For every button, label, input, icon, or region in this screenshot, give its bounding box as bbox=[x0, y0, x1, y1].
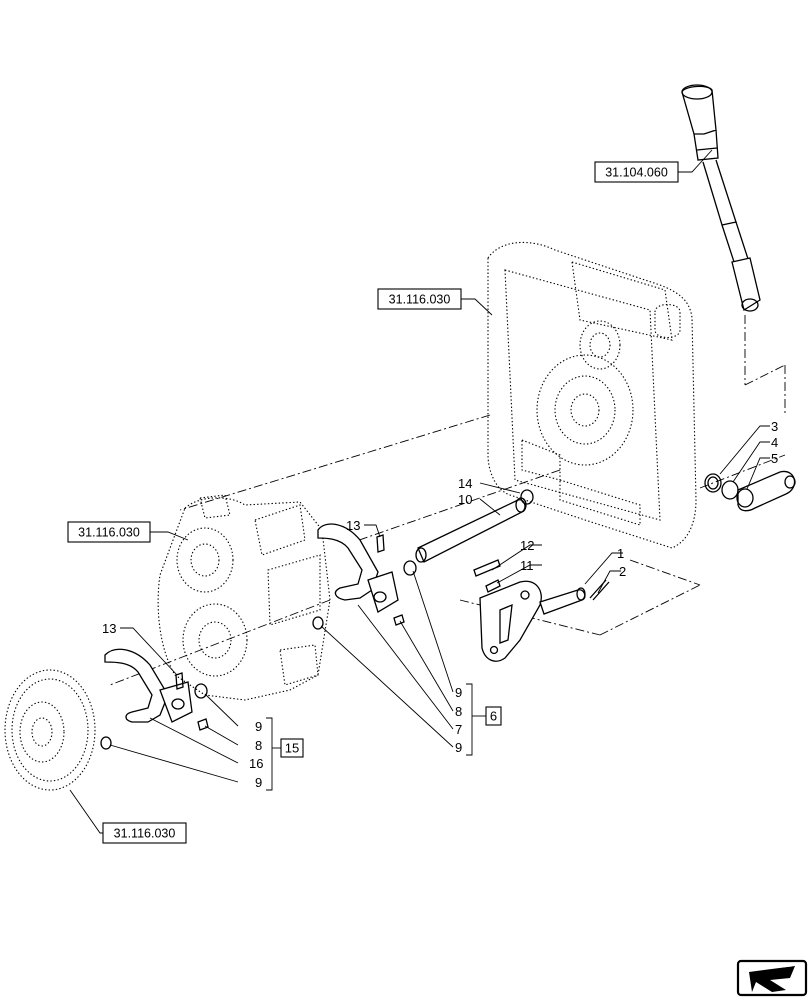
center-lines bbox=[109, 315, 786, 686]
shift-rail bbox=[415, 497, 527, 563]
callout-9-group15-top: 9 bbox=[255, 719, 262, 734]
callout-12: 12 bbox=[520, 538, 534, 553]
callout-9-group6-top: 9 bbox=[455, 685, 462, 700]
svg-text:31.116.030: 31.116.030 bbox=[114, 827, 176, 841]
lever-group bbox=[704, 470, 796, 512]
callout-8-group15: 8 bbox=[255, 738, 262, 753]
ref-box-housing-rear[interactable]: 31.116.030 bbox=[377, 288, 462, 310]
callout-7-group6: 7 bbox=[455, 722, 462, 737]
shift-cable bbox=[681, 84, 761, 312]
callout-3: 3 bbox=[771, 419, 778, 434]
small-parts bbox=[100, 489, 534, 750]
svg-text:6: 6 bbox=[490, 709, 497, 724]
callout-13-upper: 13 bbox=[346, 518, 360, 533]
callout-9-group15-bottom: 9 bbox=[255, 775, 262, 790]
callout-8-group6: 8 bbox=[455, 704, 462, 719]
callout-9-group6-bottom: 9 bbox=[455, 740, 462, 755]
svg-text:31.104.060: 31.104.060 bbox=[605, 166, 668, 180]
leader-lines bbox=[69, 149, 770, 834]
callout-13-lower: 13 bbox=[102, 621, 116, 636]
svg-text:15: 15 bbox=[285, 741, 299, 756]
callout-5: 5 bbox=[771, 451, 778, 466]
selector-plate bbox=[479, 579, 610, 662]
rear-housing bbox=[487, 241, 697, 549]
lower-shift-fork bbox=[104, 648, 193, 723]
ref-box-gear-front[interactable]: 31.116.030 bbox=[102, 822, 187, 844]
callout-11: 11 bbox=[520, 558, 534, 573]
front-gear bbox=[4, 669, 96, 791]
callout-4: 4 bbox=[771, 435, 778, 450]
svg-text:31.116.030: 31.116.030 bbox=[78, 526, 140, 540]
ref-box-gearbox-left[interactable]: 31.116.030 bbox=[67, 521, 151, 543]
group-box-6[interactable]: 6 bbox=[485, 706, 502, 726]
callout-14: 14 bbox=[458, 476, 472, 491]
svg-text:31.116.030: 31.116.030 bbox=[389, 293, 451, 307]
ref-box-shift-cable[interactable]: 31.104.060 bbox=[594, 161, 679, 183]
group-box-15[interactable]: 15 bbox=[280, 738, 304, 758]
callout-2: 2 bbox=[619, 564, 626, 579]
callout-labels: 1 2 3 4 5 14 10 12 11 13 13 9 8 7 9 9 8 … bbox=[102, 419, 778, 790]
callout-1: 1 bbox=[617, 546, 624, 561]
arrow-icon[interactable] bbox=[736, 959, 808, 997]
gearbox-assembly bbox=[157, 494, 331, 701]
upper-shift-fork bbox=[317, 523, 399, 613]
callout-10: 10 bbox=[458, 492, 472, 507]
callout-16-group15: 16 bbox=[249, 756, 263, 771]
